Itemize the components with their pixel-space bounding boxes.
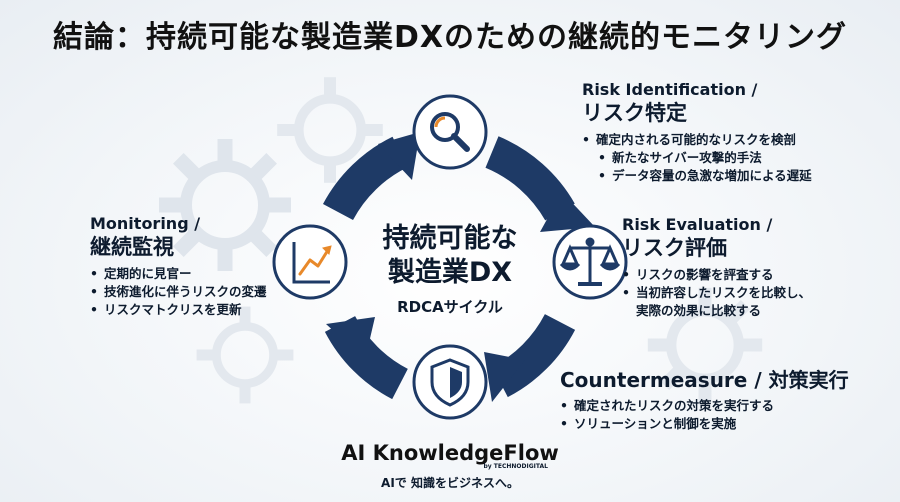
page-title: 結論：持続可能な製造業DXのための継続的モニタリング [52,20,848,55]
arc-top-left [322,136,408,221]
background-gear-right [647,287,763,403]
background-gear-bottom-left [196,306,294,404]
list-item: •確定されたリスクの対策を実行する [560,398,775,413]
list-item: •リスクマトクリスを更新 [90,302,242,317]
list-item: •定期的に見官ー [90,266,192,281]
cycle-center-label: 持続可能な 製造業DX RDCAサイクル [330,222,570,317]
background-gear-top [277,77,383,183]
risk-evaluation-en: Risk Evaluation / [622,215,773,234]
monitoring-en: Monitoring / [90,214,201,233]
scale-balance-icon [559,237,621,286]
countermeasure-title: Countermeasure / 対策実行 [560,368,849,392]
list-item: •当初許容したリスクを比較し、 [622,285,812,300]
risk-identification-en: Risk Identification / [582,80,758,99]
arc-top-right [485,136,575,221]
brand-by: by TECHNODIGITAL [483,463,549,470]
monitoring-ja: 継続監視 [90,235,174,259]
risk-evaluation-ja: リスク評価 [622,236,727,260]
arrow-head-bottom [484,352,525,402]
countermeasure-block: Countermeasure / 対策実行 •確定されたリスクの対策を実行する … [560,367,849,433]
risk-identification-ja: リスク特定 [582,101,687,125]
trend-chart-icon [292,242,332,284]
magnifier-icon [430,112,470,152]
monitoring-block: Monitoring / 継続監視 •定期的に見官ー •技術進化に伴うリスクの変… [90,214,267,319]
shield-icon [430,358,470,407]
list-item: •リスクの影響を評査する [622,267,774,282]
brand-logo: AI KnowledgeFlow by TECHNODIGITAL AIで 知識… [340,441,560,491]
rdca-cycle-ring [272,94,628,420]
background-gear-left [159,139,291,271]
list-item: •ソリューションと制御を実施 [560,416,737,431]
arrow-head-right [540,192,595,232]
arrow-head-top [378,132,420,180]
center-line-1: 持続可能な [382,223,518,254]
list-item: •技術進化に伴うリスクの変遷 [90,284,267,299]
center-subtitle: RDCAサイクル [397,298,503,316]
list-item: 実際の効果に比較する [636,303,762,318]
risk-identification-block: Risk Identification / リスク特定 •確定内される可能的なリ… [582,80,812,185]
brand-name: AI KnowledgeFlow [341,441,559,465]
center-line-2: 製造業DX [387,257,513,288]
list-item: •データ容量の急激な増加による遅延 [598,168,812,183]
list-item: •確定内される可能的なリスクを検剖 [582,132,797,147]
arrow-head-left [326,317,375,360]
risk-evaluation-block: Risk Evaluation / リスク評価 •リスクの影響を評査する •当初… [622,215,811,320]
list-item: •新たなサイバー攻撃的手法 [598,150,762,165]
brand-tagline: AIで 知識をビジネスへ。 [381,476,519,490]
